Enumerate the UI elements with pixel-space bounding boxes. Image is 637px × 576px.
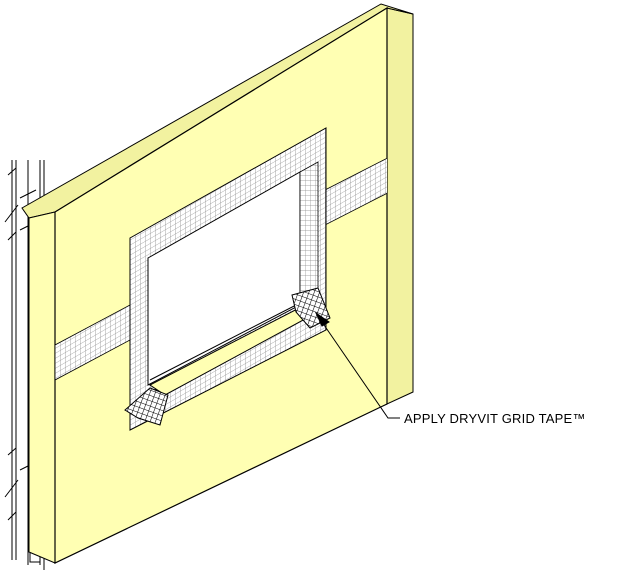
board-edge-left (28, 211, 56, 564)
callout-label: APPLY DRYVIT GRID TAPE™ (404, 411, 586, 426)
board-edge-right (386, 7, 414, 405)
grid-tape-corner-left (124, 387, 169, 426)
callout-leader (314, 311, 400, 419)
